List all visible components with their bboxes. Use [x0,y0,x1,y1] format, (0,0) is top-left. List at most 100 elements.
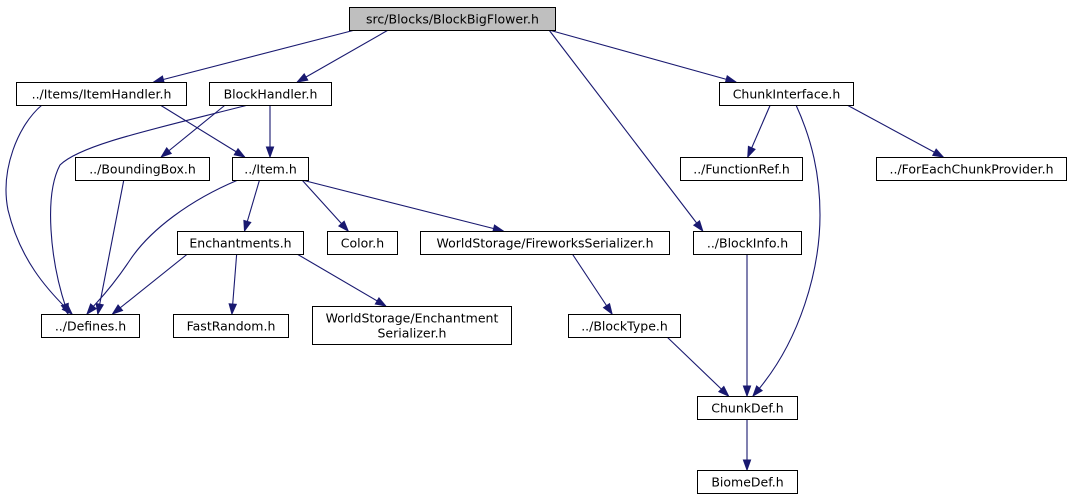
node-box [349,7,556,31]
node-label: ChunkDef.h [711,401,783,416]
node-item[interactable]: ../Item.h [232,157,309,181]
edge-blockhandler-to-item [265,105,275,159]
edge-arrowhead [337,220,350,233]
edge-line [846,104,944,158]
node-itemhandler[interactable]: ../Items/ItemHandler.h [16,82,187,106]
edge-arrowhead [742,385,752,398]
edge-arrowhead [724,75,738,84]
node-fireworksserializer[interactable]: WorldStorage/FireworksSerializer.h [420,231,670,255]
node-box [209,82,332,106]
node-box [697,470,798,494]
edge-root-to-itemhandler [152,29,356,84]
node-blockinfo[interactable]: ../BlockInfo.h [693,231,802,255]
node-label: ../BoundingBox.h [89,162,196,177]
edge-arrowhead [742,459,752,472]
edge-arrowhead [265,146,275,159]
node-label: Color.h [341,236,384,251]
edge-enchantments-to-defines [111,253,188,315]
edge-item-to-defines [86,179,239,316]
edge-line [548,29,704,232]
node-label: Serializer.h [378,326,447,341]
node-label: BlockHandler.h [224,87,318,102]
edges-layer [5,29,945,472]
node-label: ../Items/ItemHandler.h [32,87,172,102]
node-label: Enchantments.h [189,236,291,251]
nodes-layer: src/Blocks/BlockBigFlower.h ../Items/Item… [16,7,1067,494]
node-box [16,82,187,106]
node-label: ../Defines.h [55,319,126,334]
node-biomedef[interactable]: BiomeDef.h [697,470,798,494]
node-label: ../BlockInfo.h [707,236,788,251]
edge-fireworksserializer-to-blocktype [571,253,613,316]
edge-item-to-color [301,179,350,233]
node-box [232,157,309,181]
edge-line [548,29,737,83]
node-fastrandom[interactable]: FastRandom.h [173,314,289,338]
edge-arrowhead [296,73,309,83]
node-label: WorldStorage/Enchantment [326,311,499,326]
edge-arrowhead [752,385,764,398]
node-enchantments[interactable]: Enchantments.h [177,231,304,255]
node-label: ../BlockType.h [581,319,668,334]
edge-enchantments-to-enchantmentserializer [296,253,388,307]
edge-arrowhead [86,303,98,316]
node-blocktype[interactable]: ../BlockType.h [568,314,681,338]
edge-arrowhead [717,385,730,398]
node-box [173,314,289,338]
edge-line [301,179,504,232]
node-label: ../FunctionRef.h [693,162,790,177]
node-label: FastRandom.h [187,319,276,334]
edge-blockhandler-to-defines [50,104,249,316]
edge-itemhandler-to-defines [5,104,74,316]
node-box [177,231,304,255]
node-label: ../ForEachChunkProvider.h [890,162,1054,177]
node-chunkdef[interactable]: ChunkDef.h [697,396,798,420]
node-box [568,314,681,338]
edge-arrowhead [160,147,173,158]
node-label: ChunkInterface.h [733,87,841,102]
edge-arrowhead [233,147,246,158]
edge-root-to-chunkinterface [548,29,738,84]
edge-arrowhead [374,296,388,307]
node-blockhandler[interactable]: BlockHandler.h [209,82,332,106]
edge-chunkinterface-to-chunkdef [752,104,821,398]
edge-arrowhead [243,219,252,233]
edge-itemhandler-to-item [159,104,246,158]
edge-line [752,104,821,397]
node-color[interactable]: Color.h [327,231,398,255]
edge-blocktype-to-chunkdef [666,336,730,398]
edge-line [112,253,188,315]
node-label: WorldStorage/FireworksSerializer.h [437,236,654,251]
edge-arrowhead [492,224,505,233]
edge-arrowhead [602,302,613,316]
node-box [312,306,512,345]
edge-item-to-enchantments [243,179,261,233]
node-defines[interactable]: ../Defines.h [41,314,140,338]
edge-enchantments-to-fastrandom [228,253,238,316]
node-box [680,157,803,181]
edge-item-to-fireworksserializer [301,179,505,233]
edge-line [666,336,729,397]
node-root[interactable]: src/Blocks/BlockBigFlower.h [349,7,556,31]
edge-chunkinterface-to-foreachchunkprovider [846,104,945,158]
edge-line [571,253,613,315]
edge-arrowhead [60,302,69,316]
node-foreachchunkprovider[interactable]: ../ForEachChunkProvider.h [876,157,1067,181]
node-functionref[interactable]: ../FunctionRef.h [680,157,803,181]
node-box [75,157,210,181]
node-boundingbox[interactable]: ../BoundingBox.h [75,157,210,181]
node-label: BiomeDef.h [711,475,783,490]
edge-root-to-blockhandler [296,29,389,83]
edge-arrowhead [111,304,124,315]
edge-arrowhead [152,75,165,84]
edge-line [50,104,249,315]
edge-line [159,104,245,158]
edge-boundingbox-to-defines [95,179,125,316]
node-label: ../Item.h [244,162,297,177]
node-box [327,231,398,255]
edge-arrowhead [931,148,945,158]
edge-line [301,179,349,232]
node-chunkinterface[interactable]: ChunkInterface.h [719,82,854,106]
